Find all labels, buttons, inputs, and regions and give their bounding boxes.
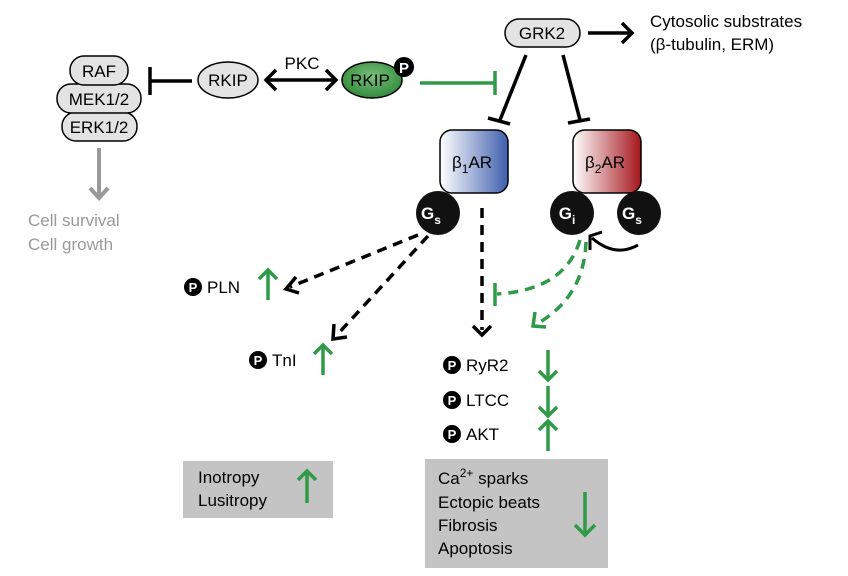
akt-target: P AKT [443, 425, 499, 444]
gi-inhibits-beta1-signal [493, 239, 582, 306]
raf-label: RAF [82, 62, 116, 81]
gi-to-ryr2-dashed-arrow [531, 241, 588, 329]
rkip-inhibits-grk2 [420, 71, 497, 95]
grk2-label: GRK2 [519, 24, 565, 43]
up-arrow-icon [296, 468, 318, 503]
lusitropy-label: Lusitropy [198, 491, 267, 510]
gs-to-tni-dashed-arrow [334, 234, 430, 338]
svg-text:Gs: Gs [622, 204, 642, 227]
phospho-icon: P [448, 358, 457, 373]
g-label: G [559, 204, 572, 223]
ryr2-label: RyR2 [466, 356, 509, 375]
pkc-label: PKC [285, 54, 320, 73]
phospho-icon: P [448, 427, 457, 442]
inotropy-label: Inotropy [198, 468, 260, 487]
beta-symbol: β [585, 153, 595, 172]
phospho-icon: P [189, 280, 198, 295]
ltcc-label: LTCC [466, 391, 509, 410]
s-subscript: s [635, 213, 642, 227]
cytosolic-substrates-label: Cytosolic substrates [650, 12, 802, 31]
arrhythmia-outcome-box: Ca2+ sparks Ectopic beats Fibrosis Apopt… [425, 459, 608, 568]
tni-target: P TnI [249, 351, 297, 370]
subscript: 1 [462, 162, 469, 176]
cell-survival-label: Cell survival [28, 211, 120, 230]
inotropy-outcome-box: Inotropy Lusitropy [183, 461, 333, 518]
svg-text:Ca2+ sparks: Ca2+ sparks [438, 466, 528, 488]
g-label: G [622, 204, 635, 223]
akt-label: AKT [466, 425, 499, 444]
ar-label: AR [601, 153, 625, 172]
rkip-node: RKIP [197, 61, 259, 99]
svg-text:Gs: Gs [421, 204, 441, 227]
ryr2-down-arrow-icon [537, 350, 559, 383]
svg-text:Gi: Gi [559, 204, 576, 227]
rkip-label: RKIP [208, 71, 248, 90]
ectopic-beats-label: Ectopic beats [438, 493, 540, 512]
grk2-node: GRK2 [504, 18, 581, 48]
fibrosis-label: Fibrosis [438, 516, 498, 535]
grk2-inhibits-receptors [487, 54, 591, 126]
gs-to-pln-dashed-arrow [289, 233, 419, 289]
beta1-ar-receptor: β1AR [439, 129, 509, 194]
i-subscript: i [572, 213, 575, 227]
svg-text:β1AR: β1AR [452, 153, 492, 176]
akt-up-arrow-icon [537, 418, 559, 451]
ryr2-target: P RyR2 [443, 356, 509, 375]
ltcc-down-arrow-icon [537, 386, 559, 419]
pln-label: PLN [207, 278, 240, 297]
phospho-icon: P [254, 353, 263, 368]
pln-target: P PLN [184, 278, 240, 297]
s-subscript: s [434, 213, 441, 227]
beta1-to-ryr2-dashed-arrow [471, 208, 493, 338]
mek-label: MEK1/2 [69, 90, 129, 109]
sparks-label: sparks [473, 469, 528, 488]
cell-growth-label: Cell growth [28, 235, 113, 254]
phospho-icon: P [399, 60, 409, 77]
ca-superscript: 2+ [460, 466, 474, 480]
gi-protein: Gi [550, 191, 594, 235]
gs-to-gi-switch-arrow [588, 230, 639, 252]
ltcc-target: P LTCC [443, 391, 509, 410]
tni-up-arrow-icon [312, 342, 334, 375]
ca-label: Ca [438, 469, 460, 488]
gs-protein-beta1: Gs [416, 191, 460, 235]
tni-label: TnI [272, 351, 297, 370]
apoptosis-label: Apoptosis [438, 539, 513, 558]
pln-up-arrow-icon [257, 267, 279, 300]
g-label: G [421, 204, 434, 223]
pkc-double-arrow [263, 68, 339, 92]
arrowhead [282, 275, 300, 295]
erk-label: ERK1/2 [70, 118, 129, 137]
phospho-icon: P [448, 393, 457, 408]
beta-symbol: β [452, 153, 462, 172]
rkip-inhibits-raf [148, 67, 192, 95]
grk2-to-cytosolic-arrow [588, 21, 635, 45]
arrow-to-cell-survival [88, 148, 110, 201]
arrowhead [331, 323, 348, 342]
ar-label: AR [468, 153, 492, 172]
cytosolic-substrates-examples: (β-tubulin, ERM) [650, 35, 774, 54]
svg-text:β2AR: β2AR [585, 153, 625, 176]
gs-protein-beta2: Gs [617, 191, 661, 235]
subscript: 2 [595, 162, 602, 176]
raf-mek-erk-complex: RAF MEK1/2 ERK1/2 [56, 55, 142, 142]
rkip-p-label: RKIP [350, 71, 390, 90]
phospho-rkip-node: RKIP P [341, 57, 414, 99]
down-arrow-icon [573, 492, 597, 538]
beta2-ar-receptor: β2AR [572, 129, 642, 194]
